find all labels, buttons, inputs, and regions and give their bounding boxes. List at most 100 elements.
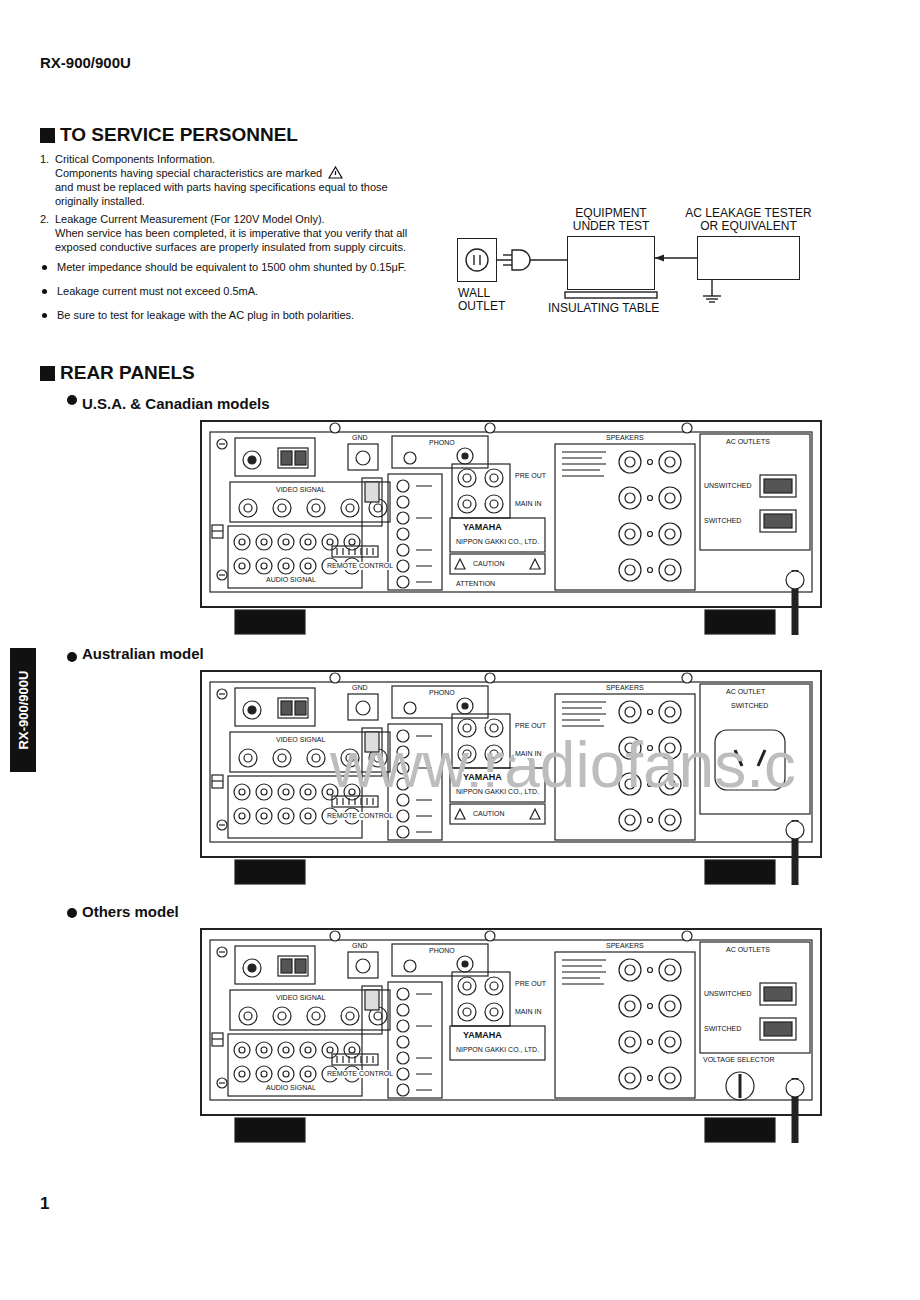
- connector: [655, 255, 697, 262]
- drawing-part: [706, 298, 718, 299]
- drawing-part: [479, 255, 480, 265]
- drawing-part: [210, 673, 812, 885]
- list-item: Meter impedance should be equivalent to …: [40, 260, 425, 274]
- item-text: Meter impedance should be equivalent to …: [57, 260, 425, 274]
- jack-label: VIDEO SIGNAL: [275, 736, 326, 744]
- terminal-label: SPEAKERS: [605, 684, 645, 692]
- drawing-part: [760, 510, 796, 532]
- rear-panel: Australian model: [200, 670, 822, 858]
- drawing-part: [210, 931, 812, 1143]
- item-title: Critical Components Information.: [55, 152, 425, 166]
- equipment-box: EQUIPMENT UNDER TEST: [567, 236, 655, 290]
- brand-logo: YAMAHA: [462, 772, 503, 782]
- outlet-label: UNSWITCHED: [703, 482, 752, 490]
- jack-label: AUDIO SIGNAL: [265, 576, 317, 584]
- drawing-part: [760, 475, 796, 497]
- warning-triangle: [328, 166, 343, 179]
- drawing-part: [210, 423, 812, 635]
- drawing-part: [709, 301, 715, 302]
- node-heading: Others model: [82, 903, 179, 921]
- terminal-label: SPEAKERS: [605, 434, 645, 442]
- drawing-part: [450, 434, 810, 574]
- connector: [497, 260, 567, 261]
- node-heading: WALL OUTLET: [458, 287, 518, 313]
- item-number: 1.: [40, 152, 55, 166]
- drawing-part: [466, 249, 488, 271]
- item-text: and must be replaced with parts having s…: [55, 180, 425, 208]
- drawing-part: [739, 1074, 742, 1098]
- section-heading: REAR PANELS: [60, 362, 195, 384]
- bullet-dot: [67, 395, 77, 405]
- node-heading: U.S.A. & Canadian models: [82, 395, 270, 413]
- jack-label: PRE OUT: [514, 980, 547, 988]
- bullet-dot: [42, 313, 47, 318]
- list-item: 2. Leakage Current Measurement (For 120V…: [40, 212, 425, 254]
- wall-outlet-box: WALL OUTLET: [457, 238, 497, 282]
- drawing-part: [450, 554, 545, 574]
- item-text: Be sure to test for leakage with the AC …: [57, 308, 425, 322]
- heading-square: [40, 366, 55, 381]
- bullet-dot: [67, 652, 77, 662]
- item-title: Leakage Current Measurement (For 120V Mo…: [55, 212, 425, 226]
- rear-panel-drawing: [210, 673, 812, 885]
- connector-line: [497, 259, 567, 260]
- outlet-label: AC OUTLETS: [725, 438, 771, 446]
- terminal-label: GND: [351, 942, 369, 950]
- drawing-part: [700, 942, 810, 1100]
- outlet-label: AC OUTLETS: [725, 946, 771, 954]
- node-heading: EQUIPMENT UNDER TEST: [566, 207, 656, 233]
- jack-label: MAIN IN: [514, 750, 542, 758]
- jack-label: MAIN IN: [514, 500, 542, 508]
- terminal-label: GND: [351, 434, 369, 442]
- side-tab-text: RX-900/900U: [16, 671, 31, 750]
- caution-label: CAUTION: [472, 560, 506, 568]
- drawing-part: [450, 804, 545, 824]
- jack-label: PRE OUT: [514, 722, 547, 730]
- terminal-label: GND: [351, 684, 369, 692]
- list-item: Be sure to test for leakage with the AC …: [40, 308, 425, 322]
- jack-label: PHONO: [428, 689, 456, 697]
- list-item: Leakage current must not exceed 0.5mA.: [40, 284, 425, 298]
- model-header: RX-900/900U: [40, 54, 131, 71]
- drawing-part: [329, 167, 342, 178]
- drawing-part: [503, 254, 512, 255]
- node-heading: Australian model: [82, 645, 204, 663]
- outlet-label: SWITCHED: [730, 702, 769, 710]
- tester-box: AC LEAKAGE TESTER OR EQUIVALENT: [697, 236, 800, 280]
- outlet-label: AC OUTLET: [725, 688, 766, 696]
- jack-label: PRE OUT: [514, 472, 547, 480]
- outlet-label: SWITCHED: [703, 517, 742, 525]
- jack-label: VIDEO SIGNAL: [275, 486, 326, 494]
- maker-name: NIPPON GAKKI CO., LTD.: [455, 538, 540, 546]
- jack-label: REMOTE CONTROL: [326, 1070, 394, 1078]
- drawing-part: [565, 292, 657, 298]
- rear-panel-drawing: [210, 423, 812, 635]
- drawing-part: [512, 250, 530, 270]
- drawing-part: [703, 295, 721, 296]
- outlet-label: UNSWITCHED: [703, 990, 752, 998]
- caution-label: CAUTION: [472, 810, 506, 818]
- item-body: Leakage Current Measurement (For 120V Mo…: [55, 212, 425, 254]
- list-item: 1. Critical Components Information. Comp…: [40, 152, 425, 208]
- drawing-part: [760, 1018, 796, 1040]
- rear-panel-drawing: [210, 931, 812, 1143]
- jack-label: PHONO: [428, 947, 456, 955]
- bullet-dot: [42, 289, 47, 294]
- jack-label: VIDEO SIGNAL: [275, 994, 326, 1002]
- jack-label: AUDIO SIGNAL: [265, 1084, 317, 1092]
- drawing-part: [700, 434, 810, 550]
- drawing-part: [700, 942, 810, 1053]
- heading-square: [40, 128, 55, 143]
- bullet-dot: [42, 265, 47, 270]
- bullet-dot: [67, 908, 77, 918]
- drawing-part: [473, 255, 474, 265]
- drawing-part: [503, 264, 512, 265]
- jack-label: MAIN IN: [514, 1008, 542, 1016]
- section-heading: TO SERVICE PERSONNEL: [60, 124, 298, 146]
- arrow-head: [655, 255, 664, 262]
- item-text: Leakage current must not exceed 0.5mA.: [57, 284, 425, 298]
- drawing-part: [760, 983, 796, 1005]
- jack-label: REMOTE CONTROL: [326, 562, 394, 570]
- watermark: www.radiofans.c: [330, 728, 796, 802]
